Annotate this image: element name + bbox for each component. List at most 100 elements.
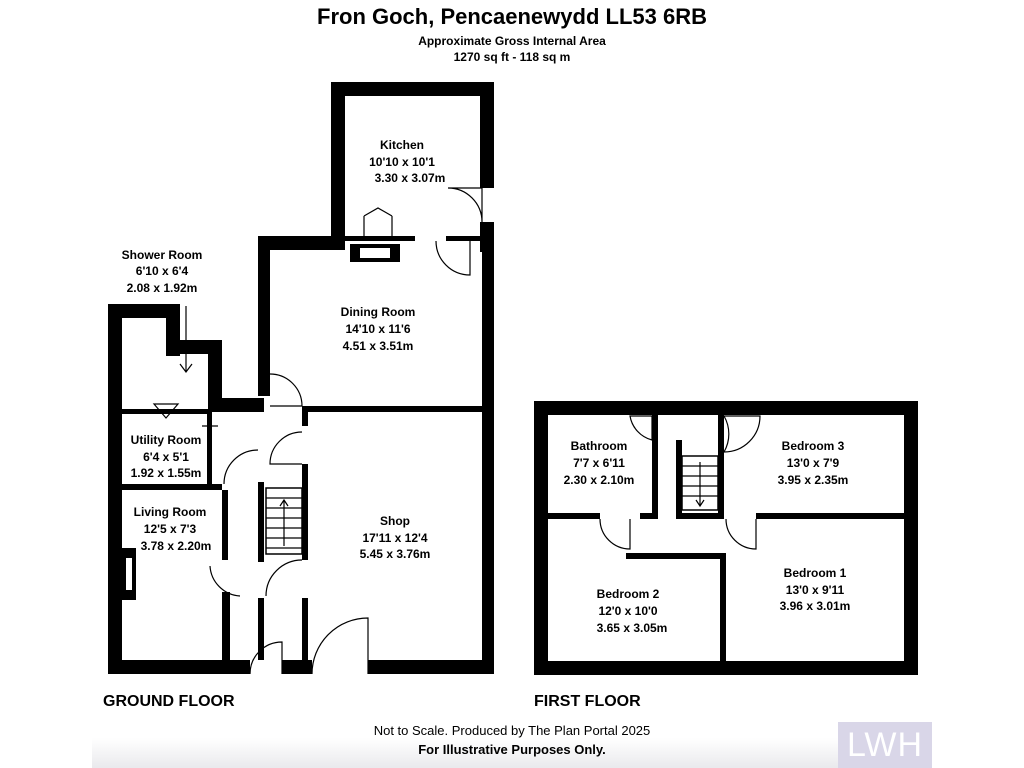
wall [680,513,724,519]
room-imperial: 6'10 x 6'4 [136,264,189,278]
wall [640,513,658,519]
room-metric: 3.96 x 3.01m [780,599,851,613]
wall [904,401,918,675]
room-dining: Dining Room 14'10 x 11'6 4.51 x 3.51m [341,305,416,353]
wall [258,236,345,250]
room-metric: 3.95 x 2.35m [778,473,849,487]
ground-floor-doors [152,187,483,675]
scale-note: Not to Scale. Produced by The Plan Porta… [373,723,651,738]
door-swing [265,559,303,597]
ground-floor-stairs [265,487,303,555]
stairs-arrow [695,462,705,508]
wall [652,413,658,519]
room-imperial: 12'0 x 10'0 [598,604,657,618]
room-metric: 3.65 x 3.05m [597,621,668,635]
wall [480,82,494,188]
wall [368,660,494,674]
double-door [363,207,393,236]
wall [548,513,600,519]
wall [258,598,264,660]
wall [302,464,308,560]
room-imperial: 12'5 x 7'3 [144,522,197,536]
door-swing [723,415,761,453]
disclaimer: For Illustrative Purposes Only. [418,742,606,757]
room-shop: Shop 17'11 x 12'4 5.45 x 3.76m [360,514,431,561]
shop-door [311,617,369,675]
wall [302,598,308,674]
property-title: Fron Goch, Pencaenewydd LL53 6RB [317,4,707,29]
footer-shade [92,738,932,768]
shower-arrow [179,306,193,373]
room-name: Dining Room [341,305,416,319]
room-name: Utility Room [131,433,202,447]
stairs-arrow [279,498,289,546]
room-shower: Shower Room 6'10 x 6'4 2.08 x 1.92m [122,248,203,295]
front-door [249,641,283,675]
wall [482,250,494,674]
door-swing [447,187,483,223]
area-value: 1270 sq ft - 118 sq m [453,50,571,64]
wall [108,660,228,674]
utility-fitting [202,418,218,434]
wall [676,440,682,519]
wall [258,482,264,562]
wall [302,406,486,412]
wall [534,401,918,415]
room-bedroom1: Bedroom 1 13'0 x 9'11 3.96 x 3.01m [780,566,851,613]
wall [534,401,548,675]
area-label: Approximate Gross Internal Area [418,34,606,48]
room-name: Living Room [134,505,207,519]
room-metric: 1.92 x 1.55m [131,466,202,480]
room-name: Kitchen [380,138,424,152]
ground-floor-label: GROUND FLOOR [103,693,235,710]
room-metric: 5.45 x 3.76m [360,547,431,561]
wall [228,660,250,674]
room-metric: 3.30 x 3.07m [375,171,446,185]
room-name: Shop [380,514,410,528]
door-swing [223,449,259,485]
room-utility: Utility Room 6'4 x 5'1 1.92 x 1.55m [131,433,202,480]
agent-logo: LWH [838,722,932,768]
room-metric: 3.78 x 2.20m [141,539,212,553]
door-swing [629,415,653,441]
room-living: Living Room 12'5 x 7'3 3.78 x 2.20m [134,505,212,553]
room-imperial: 14'10 x 11'6 [345,322,410,336]
door-swing [435,240,471,276]
room-metric: 2.08 x 1.92m [127,281,198,295]
wall [331,82,345,242]
wall [208,398,264,412]
wall [207,412,212,484]
door-swing [269,373,303,407]
room-name: Bedroom 1 [784,566,847,580]
wall [222,592,230,674]
wall [345,236,415,241]
wall [122,484,222,490]
door-swing [599,518,631,550]
wall [534,661,918,675]
hearth [360,248,390,258]
ground-floor-walls [108,82,494,674]
hearth [126,558,132,590]
room-name: Bedroom 2 [597,587,660,601]
room-bathroom: Bathroom 7'7 x 6'11 2.30 x 2.10m [564,439,635,487]
first-floor-walls [534,401,918,675]
room-kitchen: Kitchen 10'10 x 10'1 3.30 x 3.07m [369,138,445,185]
wall [222,490,228,560]
room-imperial: 7'7 x 6'11 [573,456,625,470]
wall [122,409,210,414]
room-name: Shower Room [122,248,203,262]
first-floor-doors [599,415,761,550]
stairs [681,455,719,511]
room-imperial: 6'4 x 5'1 [143,450,189,464]
room-bedroom2: Bedroom 2 12'0 x 10'0 3.65 x 3.05m [597,587,668,635]
door-swing [725,518,757,550]
room-imperial: 17'11 x 12'4 [362,531,427,545]
wall [756,513,906,519]
door-swing [723,415,730,453]
shower-door [152,403,180,419]
wall [720,553,726,663]
door-swing [269,431,303,465]
wall [331,82,494,96]
room-name: Bedroom 3 [782,439,845,453]
